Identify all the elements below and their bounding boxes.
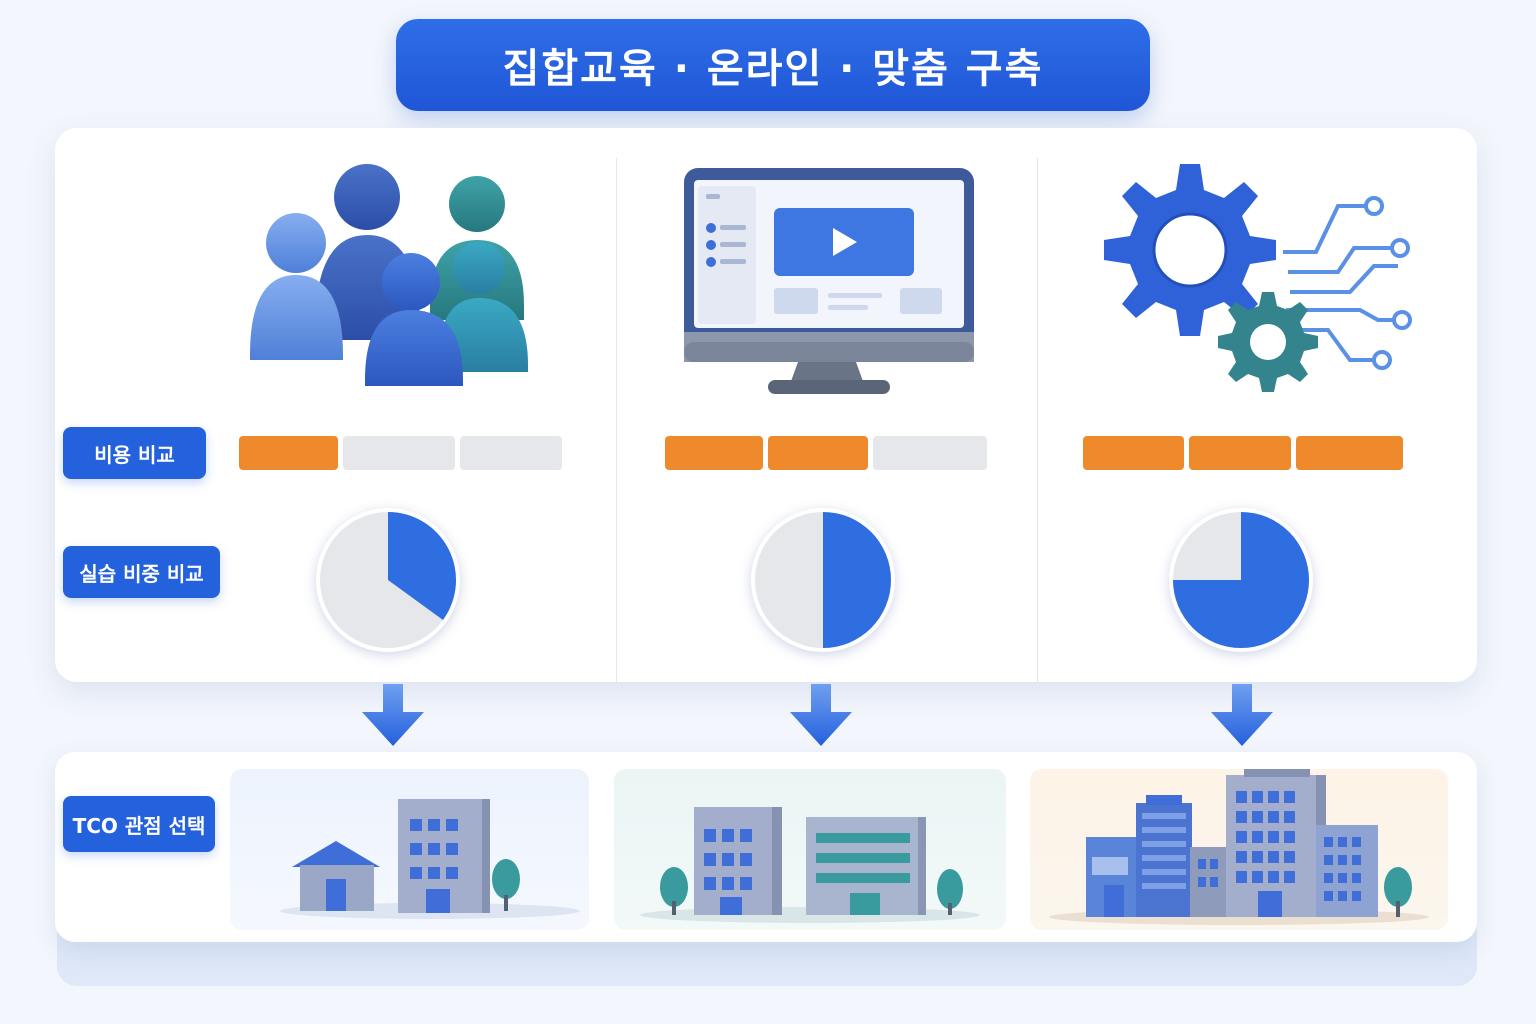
tco-selection-text: TCO 관점 선택 <box>72 813 206 838</box>
pie-slice-practice <box>388 512 456 620</box>
city-skyline-icon <box>1049 769 1429 925</box>
tco-selection-label: TCO 관점 선택 <box>63 796 215 852</box>
cost-comparison-text: 비용 비교 <box>94 442 175 467</box>
cost-bar-3 <box>1083 436 1403 470</box>
page-title-banner: 집합교육 · 온라인 · 맞춤 구축 <box>396 19 1150 111</box>
medium-building-scene <box>614 769 1006 930</box>
practice-pie-chart <box>1169 508 1313 652</box>
cost-bar-segment <box>768 436 868 470</box>
practice-pie-1 <box>314 506 462 654</box>
cost-bar-segment <box>343 436 455 470</box>
large-city-scene <box>1030 769 1448 930</box>
cost-comparison-label: 비용 비교 <box>63 427 206 479</box>
small-building-scene <box>230 769 589 930</box>
column-divider <box>616 158 617 682</box>
practice-pie-3 <box>1167 506 1315 654</box>
house-building-icon <box>280 799 580 919</box>
down-arrow-icon <box>1211 684 1273 746</box>
column-divider <box>1037 158 1038 682</box>
practice-pie-2 <box>749 506 897 654</box>
practice-ratio-text: 실습 비중 비교 <box>79 561 204 586</box>
practice-pie-chart <box>316 508 460 652</box>
down-arrow-icon <box>790 684 852 746</box>
cost-bar-1 <box>239 436 562 470</box>
people-group-icon <box>250 164 528 386</box>
practice-ratio-label: 실습 비중 비교 <box>63 546 220 598</box>
cost-bar-segment <box>1189 436 1291 470</box>
page-title: 집합교육 · 온라인 · 맞춤 구축 <box>502 46 1044 92</box>
pie-slice-practice <box>1173 512 1309 648</box>
cost-bar-segment <box>665 436 763 470</box>
office-buildings-icon <box>640 807 980 923</box>
pie-slice-practice <box>823 512 891 648</box>
down-arrow-icon <box>362 684 424 746</box>
cost-bar-segment <box>239 436 338 470</box>
practice-pie-chart <box>751 508 895 652</box>
cost-bar-segment <box>1296 436 1403 470</box>
cost-bar-segment <box>460 436 562 470</box>
cost-bar-2 <box>665 436 987 470</box>
gears-circuit-icon <box>1104 164 1412 392</box>
monitor-video-icon <box>684 168 974 394</box>
cost-bar-segment <box>873 436 987 470</box>
cost-bar-segment <box>1083 436 1184 470</box>
